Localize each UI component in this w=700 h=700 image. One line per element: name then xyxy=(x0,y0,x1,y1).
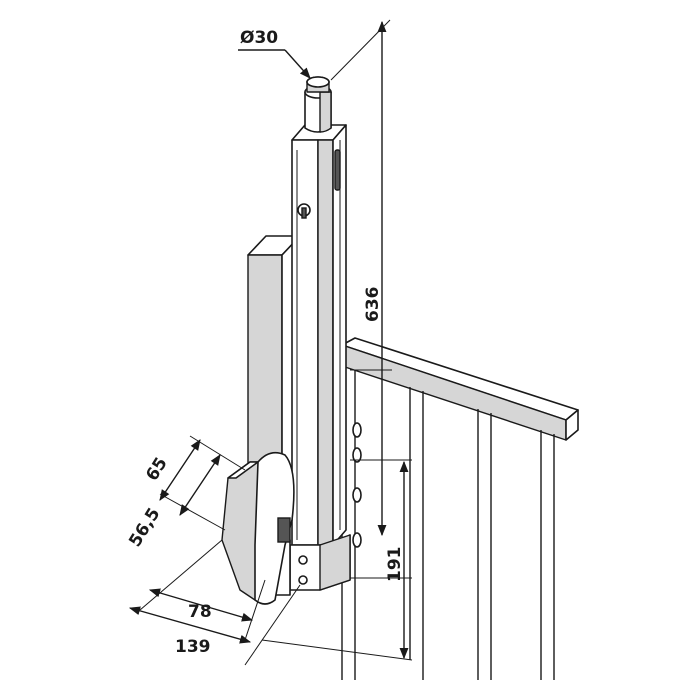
dimension-lines xyxy=(128,20,409,660)
dim-78: 78 xyxy=(188,602,212,622)
dim-191: 191 xyxy=(385,547,405,583)
mounting-holes xyxy=(352,422,362,548)
dim-139: 139 xyxy=(175,637,211,657)
dim-65: 65 xyxy=(142,454,172,485)
gate-frame xyxy=(341,337,579,680)
hinge-lever xyxy=(221,451,295,605)
closer-tube xyxy=(291,124,347,546)
top-cap xyxy=(304,76,332,133)
dim-56-5: 56,5 xyxy=(125,504,164,550)
dim-diameter: Ø30 xyxy=(240,28,278,48)
dim-636: 636 xyxy=(363,287,383,323)
